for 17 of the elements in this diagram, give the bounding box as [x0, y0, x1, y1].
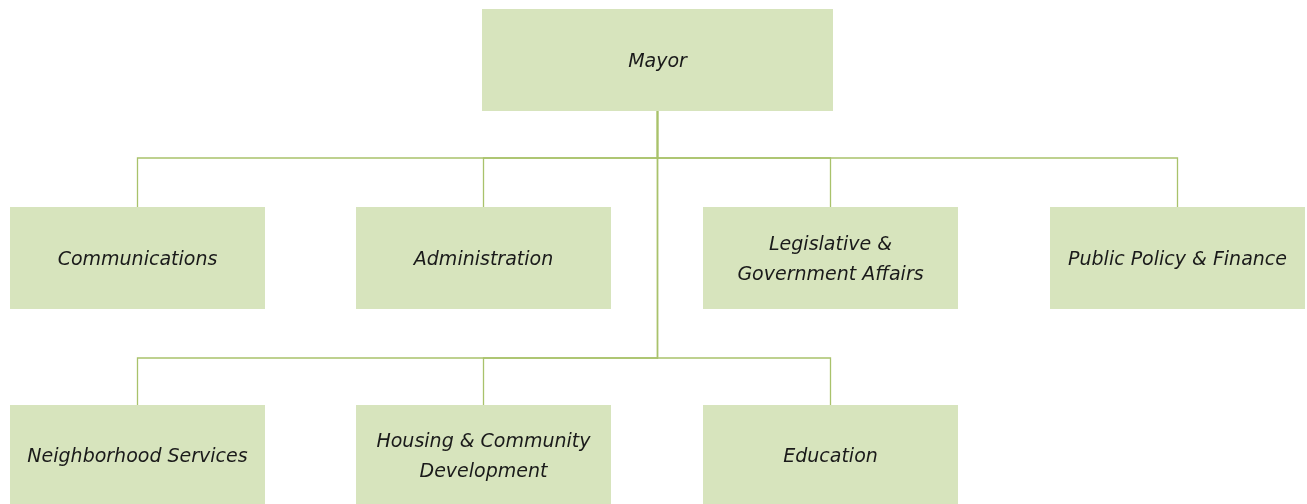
org-box-label: Administration: [413, 246, 554, 271]
org-box: [703, 405, 958, 504]
org-box-label: Education: [783, 442, 878, 468]
org-box-label: Public Policy & Finance: [1068, 246, 1287, 271]
connector-line: [656, 110, 832, 406]
org-box-label: Communications: [57, 246, 218, 271]
org-box: [10, 405, 265, 504]
org-box: [1050, 207, 1305, 309]
org-box: [356, 405, 611, 504]
org-box: [482, 9, 833, 111]
org-box-label: Neighborhood Services: [27, 442, 248, 468]
org-box-label: Legislative & Government Affairs: [736, 231, 925, 286]
org-box: [10, 207, 265, 309]
org-box: [703, 207, 958, 309]
org-box-label: Housing & Community Development: [375, 427, 592, 483]
org-box-label: Mayor: [628, 48, 687, 73]
org-box: [356, 207, 611, 309]
